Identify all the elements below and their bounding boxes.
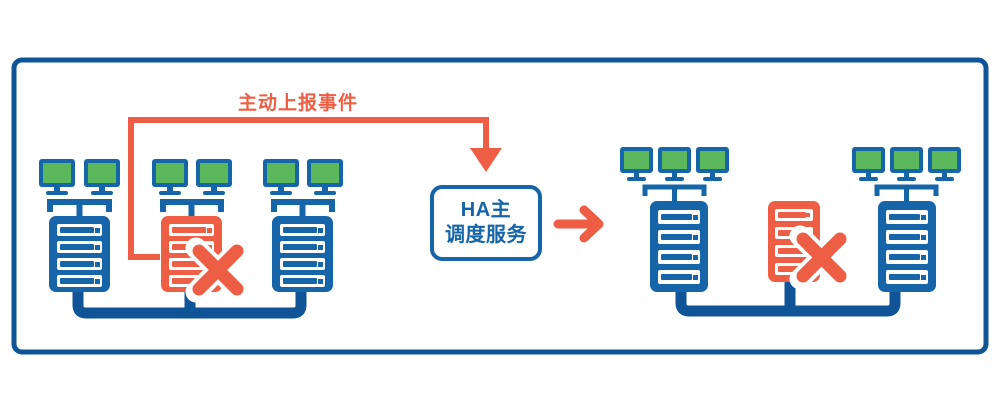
server-icon: [878, 201, 936, 292]
monitor-icon: [39, 159, 75, 195]
monitor-icon: [307, 159, 343, 195]
server-icon: [650, 201, 708, 292]
node-5: [768, 201, 854, 290]
monitor-icon: [152, 159, 188, 195]
monitor-icon: [84, 159, 120, 195]
monitor-icon: [263, 159, 299, 195]
monitor-icon: [890, 147, 923, 181]
outer-frame: [11, 57, 989, 355]
failure-x-icon: [789, 225, 854, 290]
server-icon: [49, 216, 110, 292]
monitor-icon: [658, 147, 691, 181]
transition-arrow: [553, 205, 604, 243]
node-6: [852, 147, 961, 292]
monitor-icon: [620, 147, 653, 181]
ha-box-line2: 调度服务: [445, 224, 527, 246]
right-cluster: [620, 147, 961, 317]
left-cluster: [39, 159, 343, 319]
node-1: [39, 159, 120, 292]
node-4: [620, 147, 729, 292]
node-3: [263, 159, 343, 292]
monitor-icon: [852, 147, 885, 181]
ha-box-line1: HA主: [460, 199, 512, 221]
event-report-label: 主动上报事件: [238, 93, 359, 114]
failure-x-icon: [185, 237, 251, 303]
node-2: [152, 159, 251, 303]
monitor-icon: [196, 159, 232, 195]
flow-arrow-report: [128, 117, 502, 260]
monitor-icon: [696, 147, 729, 181]
monitor-icon: [928, 147, 961, 181]
ha-scheduler-box: HA主 调度服务: [430, 185, 542, 261]
server-icon: [272, 216, 333, 292]
